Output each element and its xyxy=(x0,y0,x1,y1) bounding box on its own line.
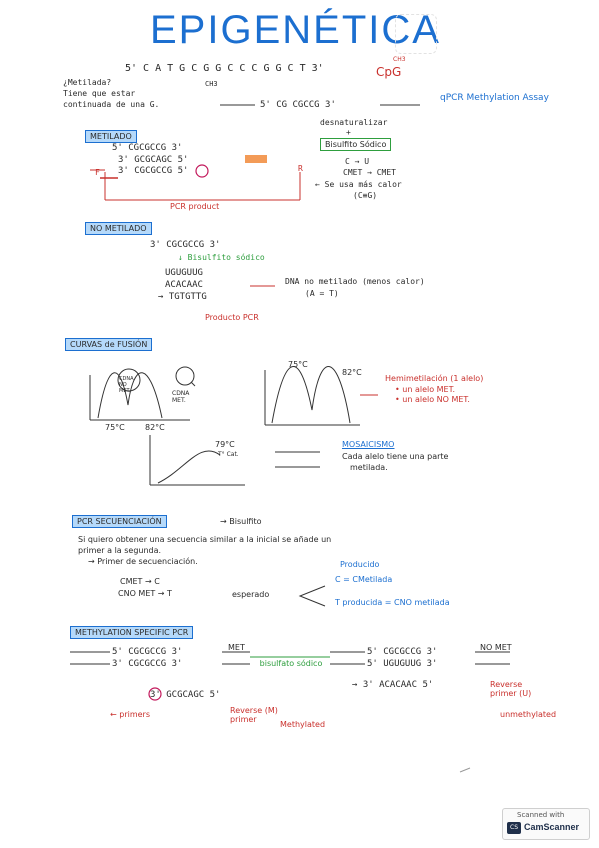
metilado-seq-2: 3' GCGCAGC 5' xyxy=(118,155,189,165)
watermark-top-text: Scanned with xyxy=(517,811,565,819)
curvas-label: CURVAS de FUSIÓN xyxy=(65,338,153,351)
msp-right-2: 5' UGUGUUG 3' xyxy=(367,659,438,669)
ch3-label: CH3 xyxy=(205,80,218,88)
forward-label: F xyxy=(95,168,100,177)
rule-heat: ← Se usa más calor xyxy=(315,180,402,189)
producido-label: Producido xyxy=(340,560,380,569)
msp-bisulfato: bisulfato sódico xyxy=(259,659,323,668)
no-metilado-bisulfito: ↓ Bisulfito sódico xyxy=(178,253,265,262)
mosaic-note-1: Cada alelo tiene una parte xyxy=(342,452,449,461)
pcr-sec-item: → Primer de secuenciación. xyxy=(88,557,198,566)
pcr-sec-label: PCR SECUENCIACIÓN xyxy=(72,515,167,528)
methylated-label: Methylated xyxy=(280,720,326,729)
temp-75b: 75°C xyxy=(288,360,308,369)
pcr-product: PCR product xyxy=(170,202,220,211)
temp-75: 75°C xyxy=(105,423,125,432)
result-1: C = CMetilada xyxy=(335,575,393,584)
cmet-rule: CMET → C xyxy=(120,577,160,586)
peak-note-met: CDNA MET. xyxy=(172,390,190,404)
methylation-sequence: 5' C A T G C G G C C C G G C T 3' xyxy=(125,63,324,74)
camscanner-watermark: Scanned with CS CamScanner xyxy=(502,808,590,840)
unmethylated-label: unmethylated xyxy=(500,710,557,719)
metilado-seq-3: 3' CGCGCCG 5' xyxy=(118,166,189,176)
msp-forward: 3' GCGCAGC 5' xyxy=(150,690,221,700)
mosaicismo-label: MOSAICISMO xyxy=(342,440,395,449)
question-line-2: Tiene que estar xyxy=(63,89,136,98)
no-metilado-seq: 3' CGCGCCG 3' xyxy=(150,240,221,250)
desnaturalizar-label: desnaturalizar xyxy=(320,118,388,127)
no-metilado-s1: UGUGUUG xyxy=(165,268,203,278)
mosaic-note-2: metilada. xyxy=(350,463,388,472)
rule-cg: (C≡G) xyxy=(353,191,378,200)
no-metilado-label: NO METILADO xyxy=(85,222,152,235)
msp-right-3: → 3' ACACAAC 5' xyxy=(352,680,434,690)
msp-right-1: 5' CGCGCCG 3' xyxy=(367,647,438,657)
msp-label: METHYLATION SPECIFIC PCR xyxy=(70,626,194,639)
faded-doodle xyxy=(395,14,437,54)
question-line-3: continuada de una G. xyxy=(63,100,160,109)
cpg-label: CpG xyxy=(376,65,402,79)
reverse-label: R xyxy=(298,164,303,173)
plus-sign: + xyxy=(346,128,351,137)
msp-left-1: 5' CGCGCCG 3' xyxy=(112,647,183,657)
producto-pcr: Producto PCR xyxy=(205,313,259,322)
temp-79: 79°C xyxy=(215,440,235,449)
result-2: T producida = CNO metilada xyxy=(335,598,450,607)
msp-left-2: 3' CGCGCCG 3' xyxy=(112,659,183,669)
reverse-met: Reverse (M) primer xyxy=(230,706,278,724)
metilado-seq-1: 5' CGCGCCG 3' xyxy=(112,143,183,153)
msp-met: MET xyxy=(228,643,245,652)
dna-note: DNA no metilado (menos calor) xyxy=(285,277,425,286)
page-title: EPIGENÉTICA xyxy=(150,8,441,52)
no-metilado-s2: ACACAAC xyxy=(165,280,203,290)
peak-note-no-met: CDNA NO MET. xyxy=(119,376,134,394)
hetero-bullet-1: • un alelo MET. xyxy=(395,385,456,394)
primers-label: ← primers xyxy=(110,710,151,719)
camscanner-logo-icon: CS xyxy=(507,822,521,834)
hetero-bullet-2: • un alelo NO MET. xyxy=(395,395,470,404)
no-metilado-s3: → TGTGTTG xyxy=(158,292,207,302)
temp-82b: 82°C xyxy=(342,368,362,377)
short-sequence: 5' CG CGCCG 3' xyxy=(260,100,336,110)
cpg-ch3: CH3 xyxy=(393,56,406,63)
dna-note-2: (A = T) xyxy=(305,289,339,298)
esperado-label: esperado xyxy=(232,590,270,599)
watermark-name: CamScanner xyxy=(524,822,580,832)
msp-nomet: NO MET xyxy=(480,643,512,652)
metilado-label: METILADO xyxy=(85,130,137,143)
cnomet-rule: CNO MET → T xyxy=(118,589,172,598)
qpcr-label: qPCR Methylation Assay xyxy=(440,93,549,103)
temp-79-cat: T° Cat. xyxy=(218,451,239,458)
methylated-question: ¿Metilada? xyxy=(63,78,112,87)
rule-cmet: CMET → CMET xyxy=(343,168,396,177)
pcr-sec-line-1: Si quiero obtener una secuencia similar … xyxy=(78,535,332,544)
hetero-label: Hemimetilación (1 alelo) xyxy=(385,374,484,383)
bisulfito-label: Bisulfito Sódico xyxy=(320,138,392,151)
pcr-sec-arrow: → Bisulfito xyxy=(220,517,262,526)
rule-c-to-u: C → U xyxy=(345,157,370,166)
temp-82: 82°C xyxy=(145,423,165,432)
reverse-unmet: Reverse primer (U) xyxy=(490,680,532,698)
pcr-sec-line-2: primer a la segunda. xyxy=(78,546,162,555)
